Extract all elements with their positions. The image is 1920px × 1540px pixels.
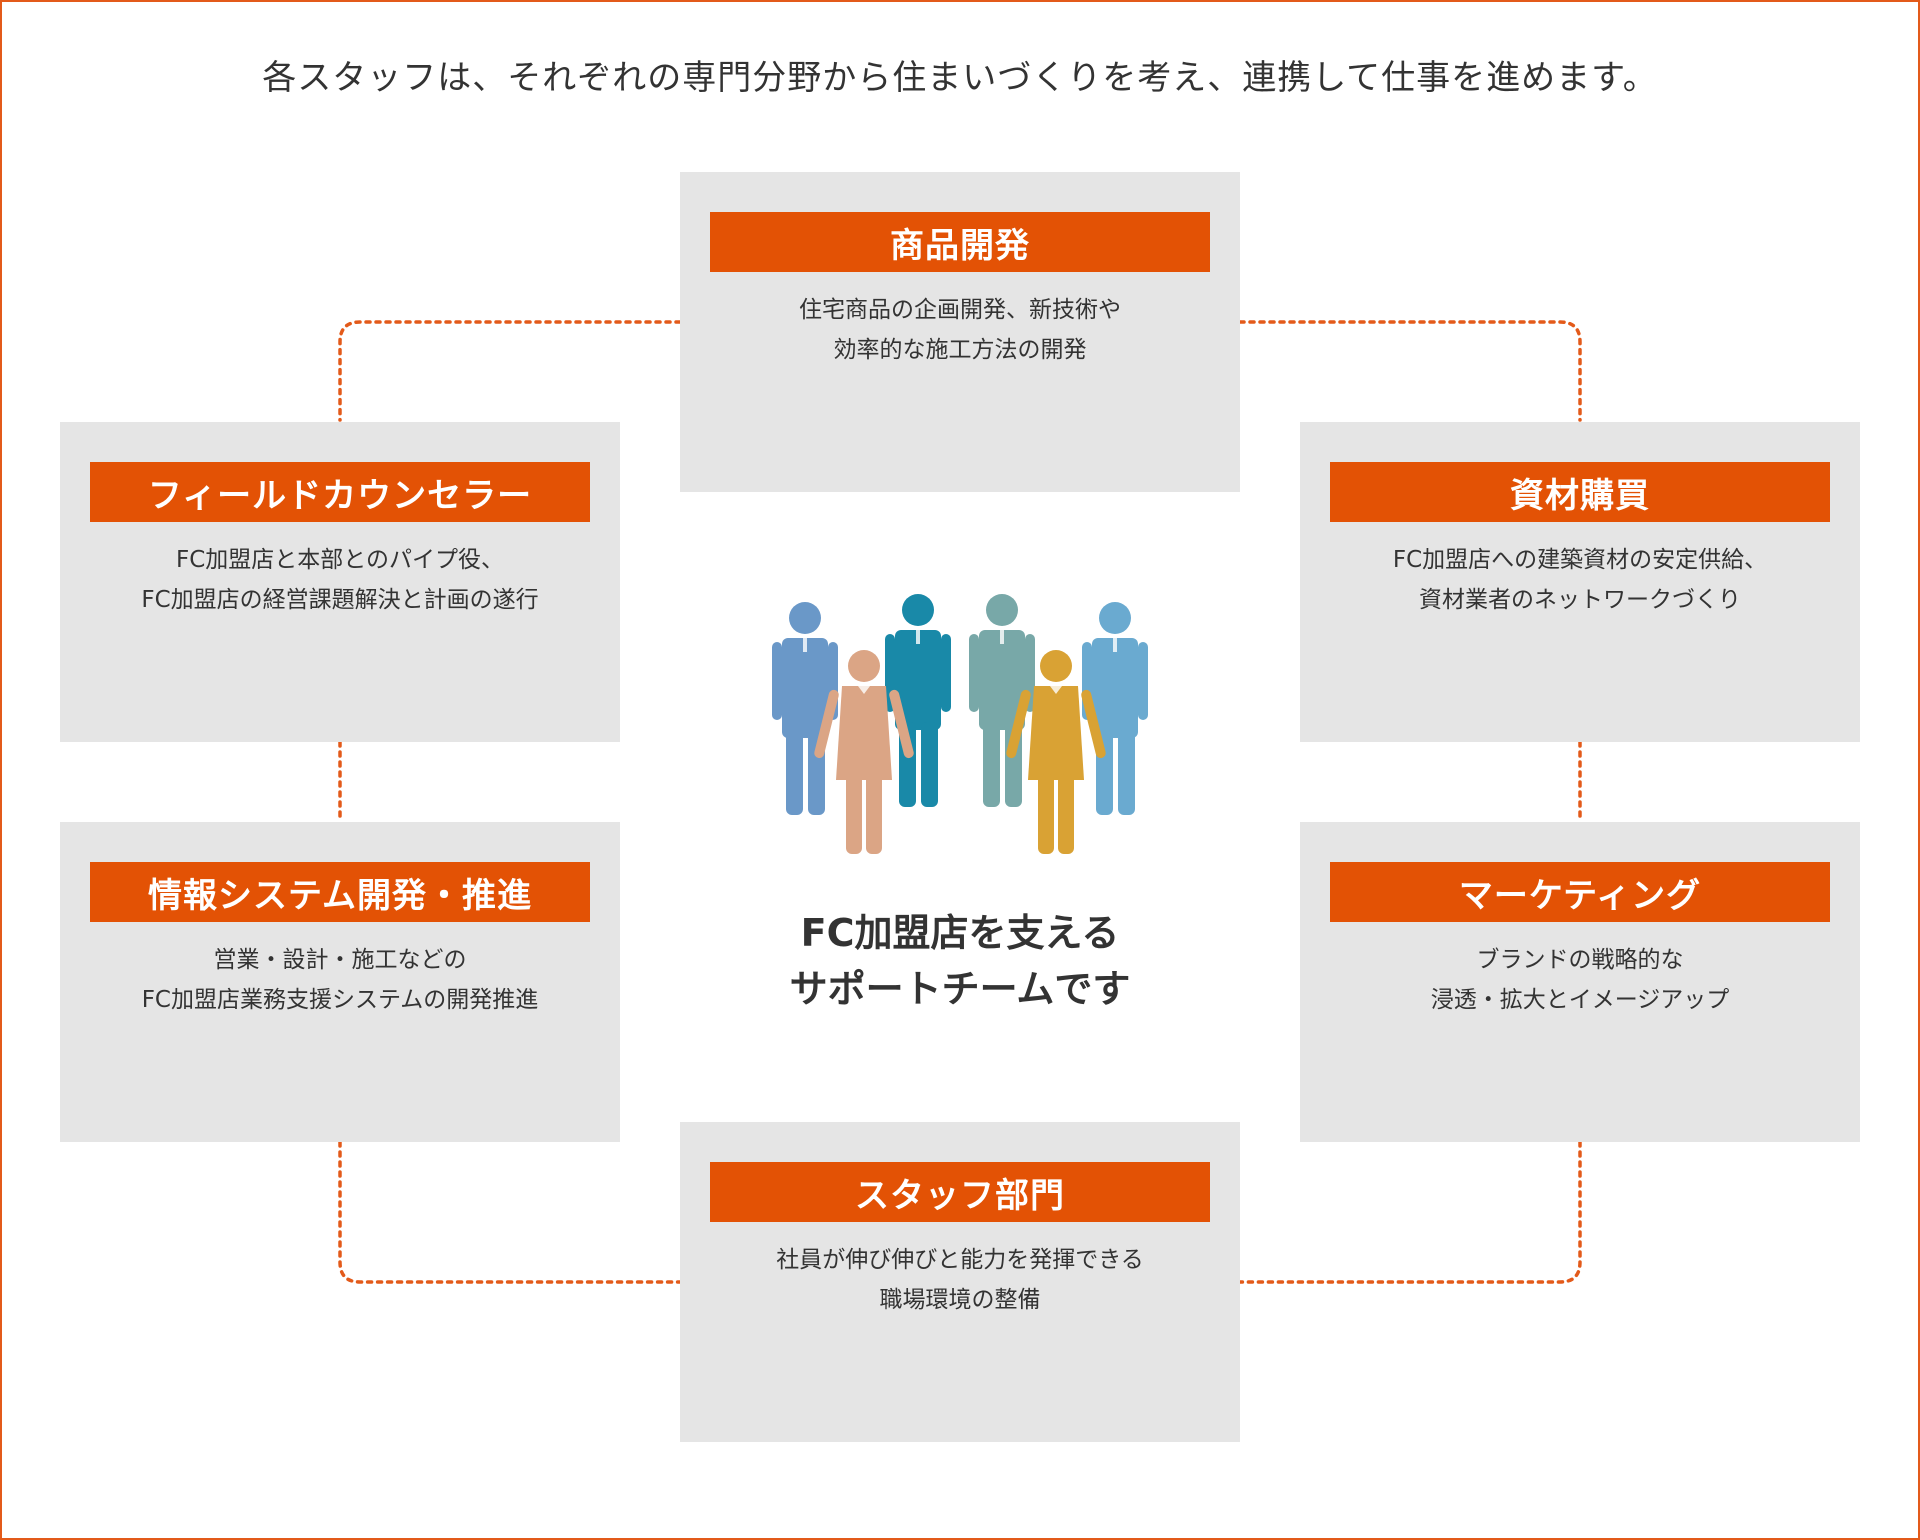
card-information-systems: 情報システム開発・推進 営業・設計・施工などの FC加盟店業務支援システムの開発… xyxy=(60,822,620,1142)
card-product-development: 商品開発 住宅商品の企画開発、新技術や 効率的な施工方法の開発 xyxy=(680,172,1240,492)
card-title: 商品開発 xyxy=(710,212,1210,272)
card-desc-line: 浸透・拡大とイメージアップ xyxy=(1320,980,1840,1020)
card-desc-line: 住宅商品の企画開発、新技術や xyxy=(700,290,1220,330)
card-desc-line: 社員が伸び伸びと能力を発揮できる xyxy=(700,1240,1220,1280)
card-desc-line: 職場環境の整備 xyxy=(700,1280,1220,1320)
card-description: FC加盟店への建築資材の安定供給、 資材業者のネットワークづくり xyxy=(1320,540,1840,620)
card-desc-line: FC加盟店業務支援システムの開発推進 xyxy=(80,980,600,1020)
card-title: マーケティング xyxy=(1330,862,1830,922)
card-description: 営業・設計・施工などの FC加盟店業務支援システムの開発推進 xyxy=(80,940,600,1020)
card-title: フィールドカウンセラー xyxy=(90,462,590,522)
card-description: FC加盟店と本部とのパイプ役、 FC加盟店の経営課題解決と計画の遂行 xyxy=(80,540,600,620)
card-desc-line: ブランドの戦略的な xyxy=(1320,940,1840,980)
card-description: 住宅商品の企画開発、新技術や 効率的な施工方法の開発 xyxy=(700,290,1220,370)
card-desc-line: 資材業者のネットワークづくり xyxy=(1320,580,1840,620)
caption-line: FC加盟店を支える xyxy=(660,905,1260,961)
card-desc-line: FC加盟店への建築資材の安定供給、 xyxy=(1320,540,1840,580)
card-desc-line: FC加盟店の経営課題解決と計画の遂行 xyxy=(80,580,600,620)
card-description: 社員が伸び伸びと能力を発揮できる 職場環境の整備 xyxy=(700,1240,1220,1320)
card-title: スタッフ部門 xyxy=(710,1162,1210,1222)
card-marketing: マーケティング ブランドの戦略的な 浸透・拡大とイメージアップ xyxy=(1300,822,1860,1142)
caption-line: サポートチームです xyxy=(660,961,1260,1017)
card-staff-department: スタッフ部門 社員が伸び伸びと能力を発揮できる 職場環境の整備 xyxy=(680,1122,1240,1442)
card-title: 資材購買 xyxy=(1330,462,1830,522)
center-caption: FC加盟店を支える サポートチームです xyxy=(660,905,1260,1017)
card-field-counselor: フィールドカウンセラー FC加盟店と本部とのパイプ役、 FC加盟店の経営課題解決… xyxy=(60,422,620,742)
card-title: 情報システム開発・推進 xyxy=(90,862,590,922)
card-procurement: 資材購買 FC加盟店への建築資材の安定供給、 資材業者のネットワークづくり xyxy=(1300,422,1860,742)
team-people-icon xyxy=(760,590,1160,860)
card-desc-line: FC加盟店と本部とのパイプ役、 xyxy=(80,540,600,580)
card-desc-line: 効率的な施工方法の開発 xyxy=(700,330,1220,370)
card-description: ブランドの戦略的な 浸透・拡大とイメージアップ xyxy=(1320,940,1840,1020)
card-desc-line: 営業・設計・施工などの xyxy=(80,940,600,980)
